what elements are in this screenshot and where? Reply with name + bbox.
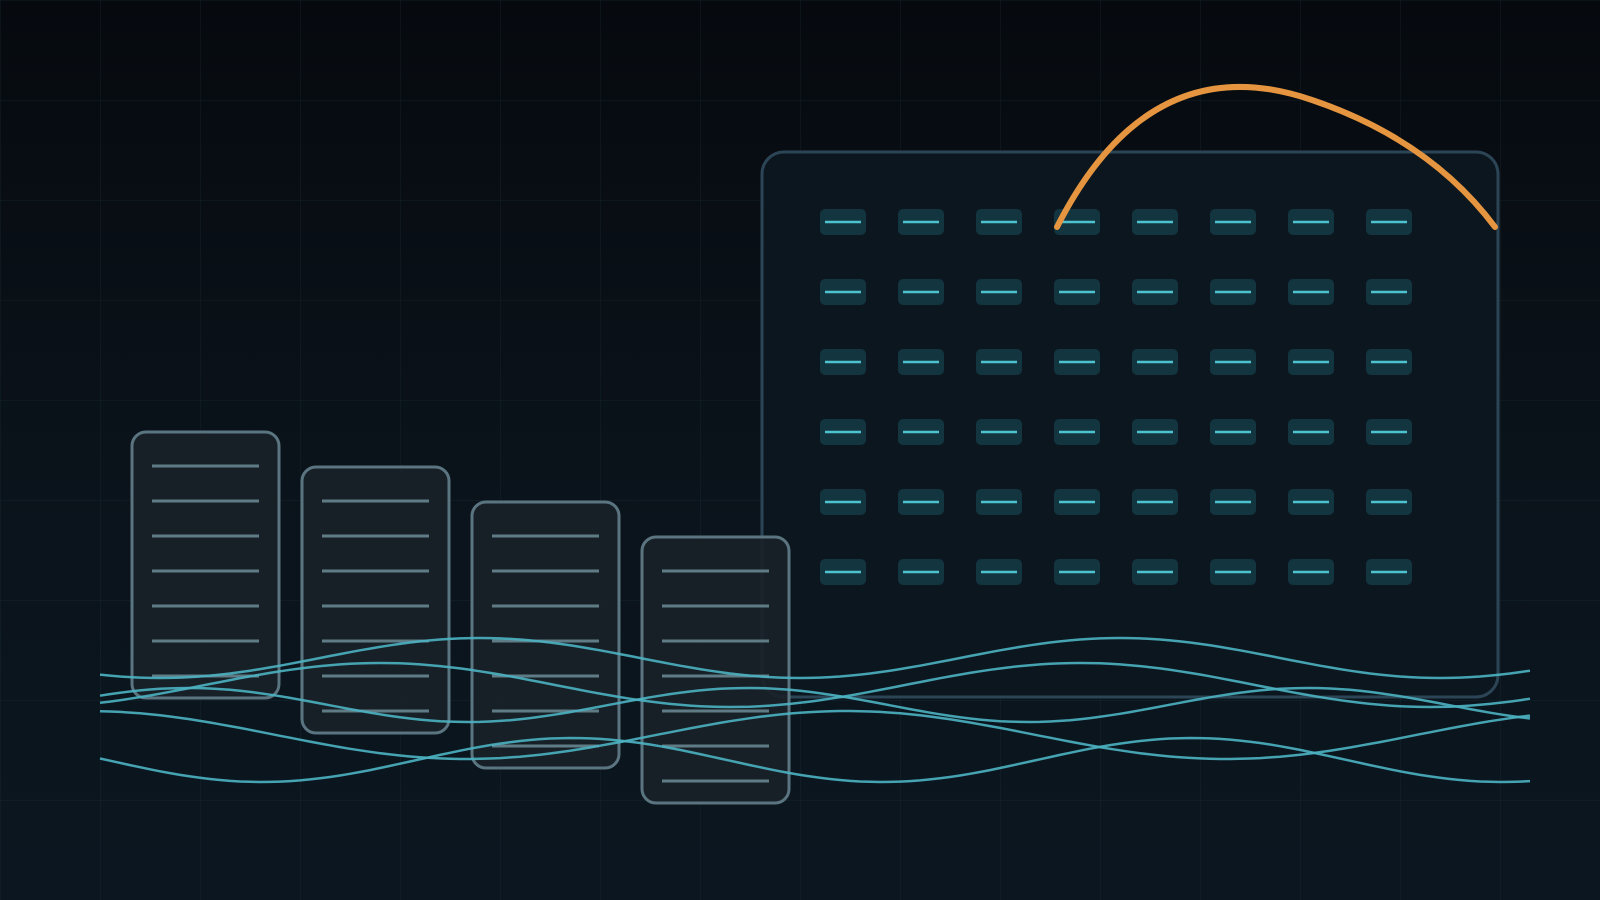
server-rack-panel xyxy=(760,150,1500,699)
chip xyxy=(1132,419,1178,445)
chip xyxy=(898,559,944,585)
chip xyxy=(1366,559,1412,585)
chip xyxy=(1132,209,1178,235)
chip xyxy=(1210,349,1256,375)
document-card xyxy=(470,500,621,770)
document-card xyxy=(640,535,791,805)
chip xyxy=(1366,349,1412,375)
data-wave xyxy=(99,661,1531,709)
chip xyxy=(976,209,1022,235)
chip xyxy=(976,489,1022,515)
document-card-frame xyxy=(300,465,451,735)
data-wave xyxy=(99,736,1531,784)
chip xyxy=(1288,559,1334,585)
chip xyxy=(820,349,866,375)
chip xyxy=(1054,349,1100,375)
chip xyxy=(1054,279,1100,305)
data-wave xyxy=(99,686,1531,724)
data-wave xyxy=(99,636,1531,680)
chip xyxy=(1366,489,1412,515)
chip xyxy=(1288,419,1334,445)
chip xyxy=(976,559,1022,585)
chip xyxy=(1054,419,1100,445)
chip xyxy=(820,489,866,515)
document-card xyxy=(130,430,281,700)
document-card xyxy=(300,465,451,735)
chip xyxy=(1210,489,1256,515)
chip xyxy=(820,279,866,305)
chip xyxy=(1288,349,1334,375)
document-card-frame xyxy=(640,535,791,805)
chip xyxy=(976,419,1022,445)
chip xyxy=(898,209,944,235)
chip xyxy=(1210,559,1256,585)
document-cards xyxy=(130,430,791,805)
chip xyxy=(1288,209,1334,235)
chip xyxy=(1288,279,1334,305)
chip xyxy=(976,349,1022,375)
chip xyxy=(820,209,866,235)
document-card-frame xyxy=(470,500,621,770)
chip xyxy=(1288,489,1334,515)
document-card-frame xyxy=(130,430,281,700)
chip xyxy=(1054,559,1100,585)
chip xyxy=(1366,279,1412,305)
chip xyxy=(898,419,944,445)
chip-grid xyxy=(820,209,1412,585)
orange-arc xyxy=(1054,84,1498,230)
chip xyxy=(1132,489,1178,515)
chip xyxy=(898,279,944,305)
chip xyxy=(1132,559,1178,585)
chip xyxy=(1210,419,1256,445)
chip xyxy=(1132,279,1178,305)
chip xyxy=(1366,419,1412,445)
chip xyxy=(1366,209,1412,235)
chip xyxy=(898,349,944,375)
chip xyxy=(1210,209,1256,235)
chip xyxy=(976,279,1022,305)
chip xyxy=(1132,349,1178,375)
chip xyxy=(820,559,866,585)
data-waves xyxy=(99,636,1531,784)
data-wave xyxy=(99,709,1531,761)
chip xyxy=(1210,279,1256,305)
chip xyxy=(1054,489,1100,515)
chip xyxy=(898,489,944,515)
chip xyxy=(820,419,866,445)
